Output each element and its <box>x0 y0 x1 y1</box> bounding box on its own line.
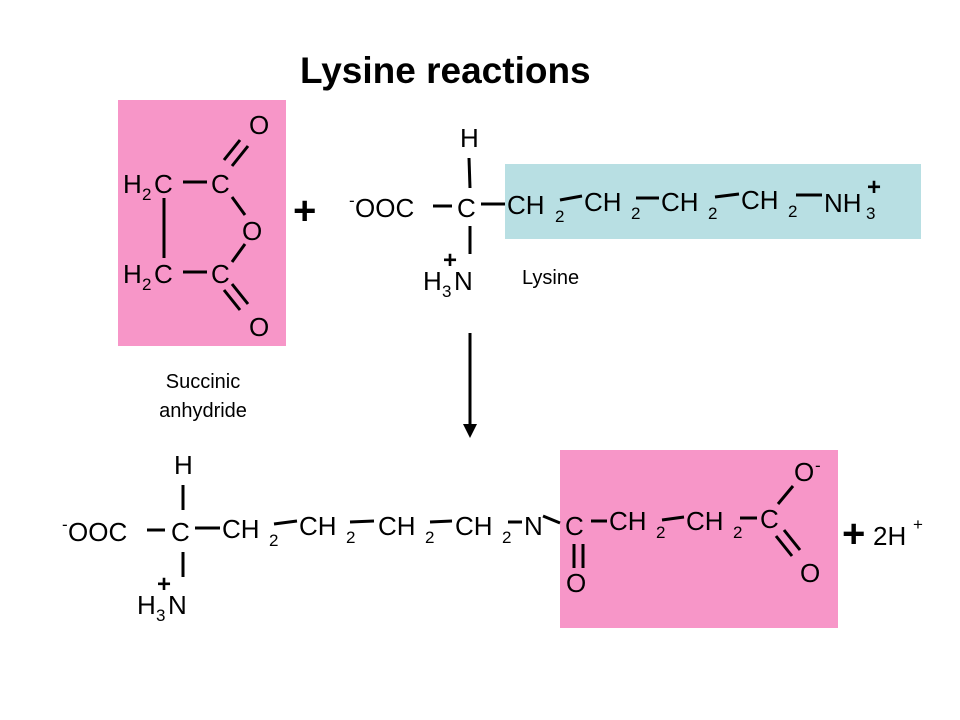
double-bond <box>230 283 250 305</box>
methylene-1: CH <box>507 190 545 220</box>
byproduct-2h: 2H <box>873 521 906 551</box>
superscript-minus: - <box>815 456 821 475</box>
diagram-title: Lysine reactions <box>300 50 591 91</box>
subscript-2: 2 <box>656 523 665 542</box>
double-bond <box>222 289 242 311</box>
bond <box>714 192 740 199</box>
atom-c: C <box>211 169 230 199</box>
succinic-label-line1: Succinic <box>166 371 240 393</box>
subscript-2: 2 <box>269 531 278 550</box>
methylene-4: CH <box>455 511 493 541</box>
lysine-label: Lysine <box>522 267 579 289</box>
bond <box>230 196 247 216</box>
alpha-carbon: C <box>171 517 190 547</box>
subscript-2: 2 <box>631 204 640 223</box>
atom-o: O <box>566 568 586 598</box>
bond <box>349 519 375 524</box>
charge-plus: + <box>157 571 171 598</box>
bond <box>559 194 583 202</box>
atom-o: O <box>242 216 262 246</box>
atom-o: O <box>249 312 269 342</box>
double-bond <box>782 529 802 551</box>
atom-c: C <box>154 169 173 199</box>
methylene-3: CH <box>378 511 416 541</box>
subscript-3: 3 <box>442 282 451 301</box>
lysine-structure: H - OOC C + H 3 N CH 2 CH 2 CH 2 CH 2 NH… <box>349 123 881 301</box>
bond <box>230 243 247 263</box>
subscript-2: 2 <box>346 528 355 547</box>
lysine-side-chain-highlight <box>505 164 921 239</box>
bond <box>429 519 453 524</box>
double-bond <box>222 139 242 161</box>
bond <box>776 485 795 505</box>
double-bond <box>230 145 250 167</box>
atom-h: H <box>174 450 193 480</box>
methylene-6: CH <box>686 506 724 536</box>
succinic-label-line2: anhydride <box>159 400 247 422</box>
superscript-minus: - <box>62 515 68 534</box>
superscript-minus: - <box>349 191 355 210</box>
subscript-3: 3 <box>866 204 875 223</box>
subscript-2: 2 <box>425 528 434 547</box>
succinic-anhydride-highlight <box>118 100 286 346</box>
bond <box>661 515 685 522</box>
methylene-2: CH <box>584 187 622 217</box>
subscript-2: 2 <box>142 275 151 294</box>
amide-nitrogen: N <box>524 511 543 541</box>
methylene-4: CH <box>741 185 779 215</box>
atom-c: C <box>211 259 230 289</box>
atom-c: C <box>154 259 173 289</box>
atom-o: O <box>794 457 814 487</box>
methylene-3: CH <box>661 187 699 217</box>
subscript-2: 2 <box>733 523 742 542</box>
atom-h: H <box>460 123 479 153</box>
amine-group: NH <box>824 188 862 218</box>
bond <box>542 514 561 525</box>
product-plus-sign: + <box>842 512 865 556</box>
succinic-anhydride-structure: H 2 C C O O H 2 C C O <box>123 110 269 342</box>
bond <box>273 519 298 526</box>
subscript-2: 2 <box>708 204 717 223</box>
carboxylate-group: OOC <box>355 193 414 223</box>
product-structure: H - OOC C + H 3 N CH 2 CH 2 CH 2 CH 2 N … <box>62 450 821 625</box>
subscript-2: 2 <box>142 185 151 204</box>
atom-h: H <box>123 169 142 199</box>
subscript-2: 2 <box>502 528 511 547</box>
byproduct-charge: + <box>913 515 923 534</box>
atom-h: H <box>123 259 142 289</box>
bond <box>467 157 472 189</box>
subscript-3: 3 <box>156 606 165 625</box>
atom-h: H <box>423 266 442 296</box>
atom-o: O <box>249 110 269 140</box>
subscript-2: 2 <box>555 207 564 226</box>
charge-plus: + <box>443 247 457 274</box>
methylene-2: CH <box>299 511 337 541</box>
alpha-carbon: C <box>457 193 476 223</box>
methylene-5: CH <box>609 506 647 536</box>
double-bond <box>774 535 794 557</box>
amide-carbon: C <box>565 511 584 541</box>
atom-n: N <box>168 590 187 620</box>
carboxylate-group: OOC <box>68 517 127 547</box>
reactant-plus-sign: + <box>293 189 316 233</box>
carboxyl-carbon: C <box>760 504 779 534</box>
atom-h: H <box>137 590 156 620</box>
charge-plus: + <box>867 174 881 201</box>
methylene-1: CH <box>222 514 260 544</box>
subscript-2: 2 <box>788 202 797 221</box>
atom-n: N <box>454 266 473 296</box>
reaction-arrow <box>463 333 477 438</box>
atom-o: O <box>800 558 820 588</box>
